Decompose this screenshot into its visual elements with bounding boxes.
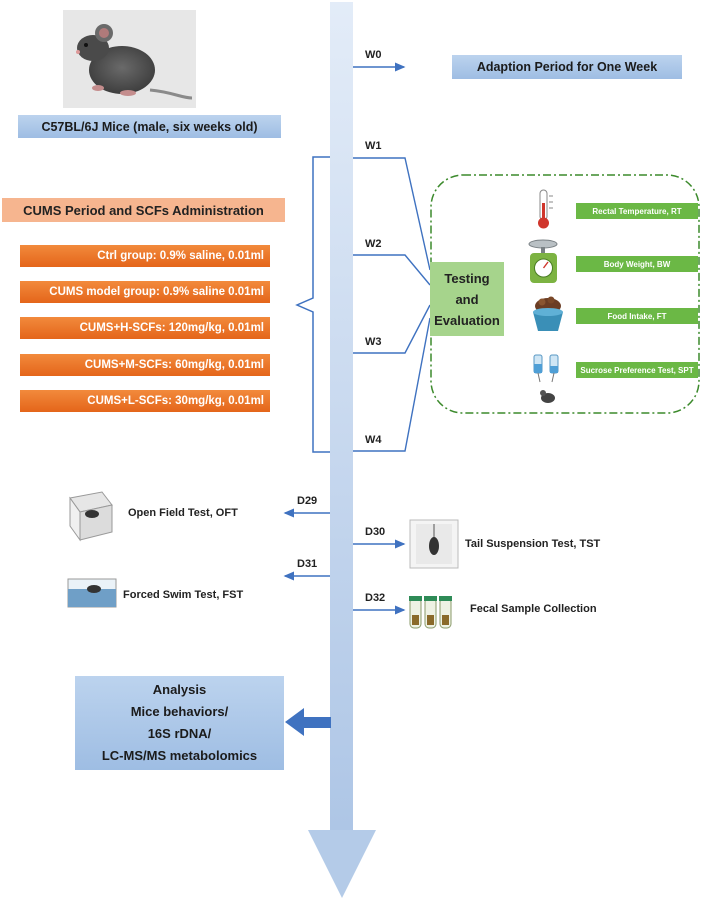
group-bar-h-scfs: CUMS+H-SCFs: 120mg/kg, 0.01ml <box>20 317 270 339</box>
measure-food-intake: Food Intake, FT <box>576 308 698 324</box>
week-connectors <box>353 157 431 452</box>
analysis-line-2: Mice behaviors/ <box>130 704 229 719</box>
test-label-oft: Open Field Test, OFT <box>128 507 238 519</box>
cums-brace <box>295 156 330 453</box>
thermometer-icon <box>538 189 553 229</box>
testing-line-1: Testing <box>444 271 490 286</box>
testing-box <box>430 262 504 336</box>
group-bar-m-scfs: CUMS+M-SCFs: 60mg/kg, 0.01ml <box>20 354 270 376</box>
testing-line-2: and <box>455 292 479 307</box>
analysis-line-1: Analysis <box>152 682 207 697</box>
day-label-d30: D30 <box>365 526 386 538</box>
group-bar-cums-model: CUMS model group: 0.9% saline 0.01ml <box>20 281 270 303</box>
week-label-w0: W0 <box>365 49 382 61</box>
open-field-icon <box>69 491 113 542</box>
food-bowl-icon <box>533 296 563 331</box>
mouse-illustration <box>63 10 196 108</box>
week-label-w3: W3 <box>365 336 382 348</box>
group-bar-ctrl: Ctrl group: 0.9% saline, 0.01ml <box>20 245 270 267</box>
analysis-line-4: LC-MS/MS metabolomics <box>101 748 258 763</box>
test-label-fst: Forced Swim Test, FST <box>123 589 244 601</box>
day-label-d32: D32 <box>365 592 386 604</box>
day-label-d31: D31 <box>297 558 318 570</box>
tail-suspension-icon <box>409 519 459 569</box>
analysis-box: Analysis Mice behaviors/ 16S rDNA/ LC-MS… <box>75 676 284 770</box>
timeline-arrow <box>308 2 376 898</box>
test-label-tst: Tail Suspension Test, TST <box>465 538 601 550</box>
forced-swim-icon <box>67 578 117 608</box>
sucrose-bottles-icon <box>533 354 559 403</box>
measure-sucrose-preference: Sucrose Preference Test, SPT <box>576 362 698 378</box>
testing-line-3: Evaluation <box>434 313 500 328</box>
scale-icon <box>528 239 558 283</box>
mice-label-box: C57BL/6J Mice (male, six weeks old) <box>18 115 281 138</box>
test-label-fecal: Fecal Sample Collection <box>470 603 597 615</box>
measure-rectal-temperature: Rectal Temperature, RT <box>576 203 698 219</box>
testing-evaluation-label: Testing and Evaluation <box>430 268 504 331</box>
analysis-arrow <box>285 708 331 736</box>
group-bar-l-scfs: CUMS+L-SCFs: 30mg/kg, 0.01ml <box>20 390 270 412</box>
fecal-tubes-icon <box>409 596 452 629</box>
cums-header-box: CUMS Period and SCFs Administration <box>2 198 285 222</box>
day-label-d29: D29 <box>297 495 318 507</box>
week-label-w2: W2 <box>365 238 382 250</box>
adaption-period-box: Adaption Period for One Week <box>452 55 682 79</box>
week-label-w1: W1 <box>365 140 382 152</box>
measure-body-weight: Body Weight, BW <box>576 256 698 272</box>
analysis-line-3: 16S rDNA/ <box>147 726 212 741</box>
week-label-w4: W4 <box>365 434 382 446</box>
